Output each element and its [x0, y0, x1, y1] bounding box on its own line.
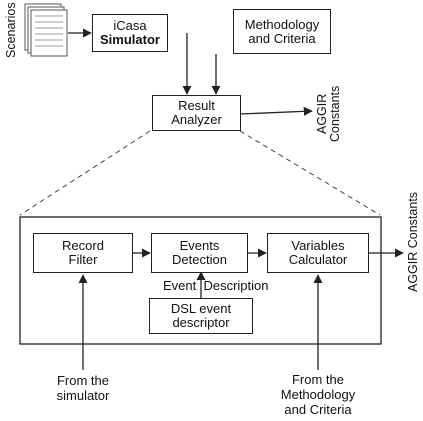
scenarios-label: Scenarios	[4, 2, 18, 58]
simulator-line2: Simulator	[100, 32, 160, 47]
result-analyzer-line1: Result	[178, 98, 215, 113]
events-detection-line1: Events	[179, 238, 220, 253]
from-methodology-line1: From the	[291, 372, 344, 387]
dsl-line2: descriptor	[172, 315, 230, 330]
methodology-box: Methodology and Criteria	[233, 9, 331, 54]
events-detection-box: Events Detection	[151, 233, 248, 273]
variables-calculator-box: Variables Calculator	[267, 233, 369, 273]
simulator-box: iCasa Simulator	[92, 14, 168, 52]
from-methodology-label: From the Methodology and Criteria	[268, 372, 368, 417]
from-simulator-label: From the simulator	[43, 373, 123, 403]
from-methodology-line2: Methodology	[280, 387, 356, 402]
result-analyzer-box: Result Analyzer	[152, 95, 241, 131]
methodology-line2: and Criteria	[248, 30, 316, 46]
detail-container	[19, 216, 382, 345]
record-filter-line1: Record	[62, 238, 104, 253]
dsl-line1: DSL event	[170, 301, 232, 316]
variables-calculator-line2: Calculator	[288, 252, 348, 267]
event-description-label: Event Description	[163, 278, 269, 293]
dsl-descriptor-box: DSL event descriptor	[149, 298, 253, 334]
zoom-line-left	[19, 130, 151, 216]
from-simulator-line1: From the	[56, 373, 109, 388]
scenarios-stack-icon	[24, 3, 68, 57]
simulator-line1: iCasa	[113, 18, 147, 33]
variables-calculator-line1: Variables	[291, 238, 345, 253]
events-detection-line2: Detection	[172, 252, 227, 267]
aggir-constants-top-line2: Constants	[328, 85, 342, 142]
from-simulator-line2: simulator	[56, 388, 110, 403]
methodology-line1: Methodology	[244, 16, 320, 32]
zoom-line-right	[239, 130, 381, 216]
aggir-constants-top: AGGIR Constants	[315, 85, 342, 142]
record-filter-line2: Filter	[68, 252, 98, 267]
aggir-constants-right: AGGIR Constants	[406, 191, 420, 292]
result-analyzer-line2: Analyzer	[171, 112, 222, 127]
record-filter-box: Record Filter	[33, 233, 133, 273]
from-methodology-line3: and Criteria	[284, 402, 352, 417]
arrow-analyzer-aggir	[239, 106, 313, 116]
